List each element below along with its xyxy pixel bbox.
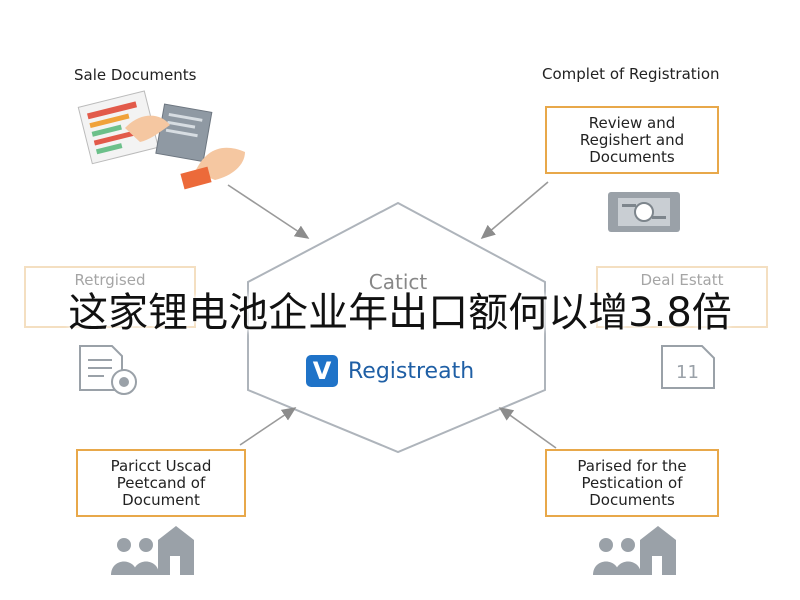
document-seal-icon	[79, 345, 137, 395]
overlay-headline: 这家锂电池企业年出口额何以增3.8倍	[68, 290, 732, 336]
people-house-icon-left	[111, 526, 194, 575]
registreath-logo: V Registreath	[306, 355, 474, 387]
arrow-top-right	[480, 181, 549, 240]
box-bottom-left: Paricct Uscad Peetcand of Document	[76, 449, 246, 517]
logo-text: Registreath	[348, 358, 475, 384]
box-mid-right: Deal Estatt	[596, 266, 768, 328]
central-hexagon	[247, 201, 546, 454]
box-bottom-right: Parised for the Pestication of Documents	[545, 449, 719, 517]
label-sale-documents: Sale Documents	[74, 66, 197, 84]
documents-hands-icon	[77, 90, 245, 190]
document-number-icon: 11	[661, 345, 715, 389]
document-scan-icon	[608, 192, 680, 232]
arrow-bottom-left	[239, 407, 297, 446]
people-house-icon-right	[593, 526, 676, 575]
logo-v-icon: V	[306, 355, 338, 387]
label-complete-registration: Complet of Registration	[542, 65, 720, 83]
arrow-bottom-right	[498, 407, 557, 449]
box-mid-left: Retrgised	[24, 266, 196, 328]
box-review-register: Review and Regishert and Documents	[545, 106, 719, 174]
arrow-top-left	[227, 184, 310, 239]
svg-text:11: 11	[676, 362, 699, 383]
hexagon-title-partial: Catict	[368, 270, 428, 294]
